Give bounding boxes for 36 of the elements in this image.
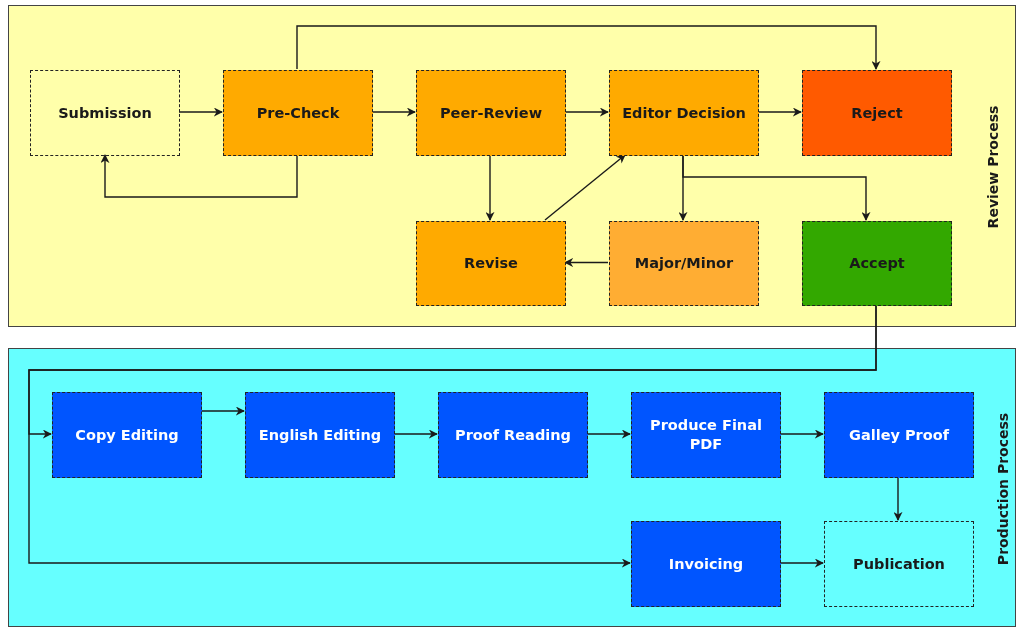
arrow [178,107,223,117]
process-group-panel [8,348,1016,627]
arrow [100,154,298,198]
arrow [757,107,802,117]
arrow [544,154,626,221]
arrow [296,25,881,70]
arrow [564,258,609,267]
process-box: Pre-Check [223,70,373,156]
process-box: Revise [416,221,566,306]
process-box: Publication [824,521,974,607]
group-title: Review Process [985,105,1001,229]
process-box: Editor Decision [609,70,759,156]
arrow [28,304,877,568]
arrow [200,406,245,416]
arrow [393,429,438,439]
arrow [779,558,824,568]
process-box: Proof Reading [438,392,588,478]
process-box: Peer-Review [416,70,566,156]
process-box: Major/Minor [609,221,759,306]
process-box: Submission [30,70,180,156]
arrow [586,429,631,439]
arrow [779,429,824,439]
process-box: Invoicing [631,521,781,607]
process-box: English Editing [245,392,395,478]
process-box: Galley Proof [824,392,974,478]
process-group-panel [8,5,1016,327]
arrow [564,107,609,117]
process-box: Accept [802,221,952,306]
arrow [893,476,903,521]
arrow [682,154,871,221]
arrow [485,154,495,221]
arrow [371,107,416,117]
process-box: Reject [802,70,952,156]
process-box: Copy Editing [52,392,202,478]
process-box: Produce Final PDF [631,392,781,478]
group-title: Production Process [995,412,1011,565]
